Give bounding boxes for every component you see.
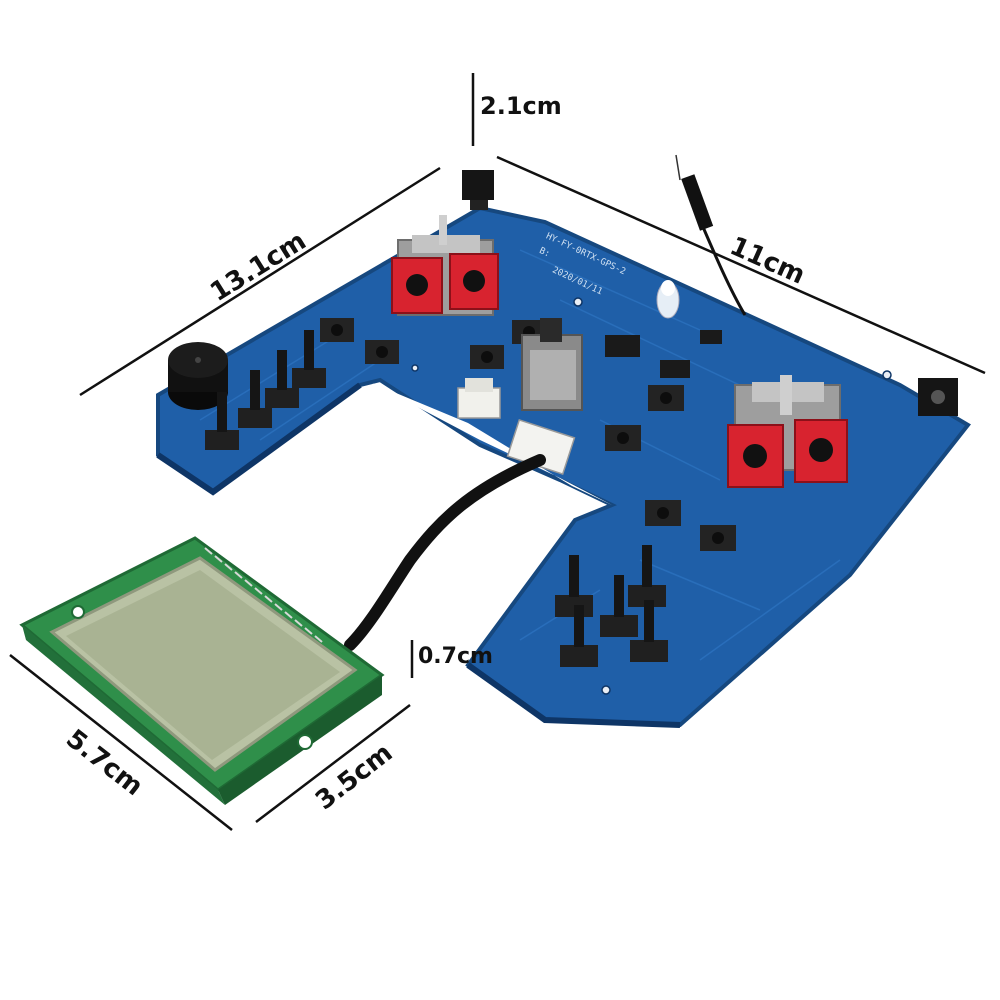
power-switch xyxy=(521,318,583,411)
silkscreen-line2: B: xyxy=(537,246,551,260)
right-tact-cluster xyxy=(555,545,668,667)
main-pcb: HY-FY-0RTX-GPS-2 B: 2020/01/11 xyxy=(156,154,971,728)
ic-chips xyxy=(605,330,722,378)
right-joystick xyxy=(727,375,848,488)
left-joystick xyxy=(391,215,499,316)
buzzer xyxy=(168,342,228,410)
ribbon-cable xyxy=(344,454,546,651)
dimension-label-2-1cm: 2.1cm xyxy=(480,92,562,120)
left-tact-switches xyxy=(205,330,326,450)
white-connector xyxy=(457,378,501,419)
led xyxy=(656,280,680,319)
dimension-label-0-7cm: 0.7cm xyxy=(418,644,493,669)
tact-switches xyxy=(320,318,736,551)
jack-right xyxy=(918,378,958,416)
lcd-module xyxy=(19,536,385,805)
jack-top xyxy=(462,170,494,210)
antenna xyxy=(675,154,747,316)
dimension-lines xyxy=(9,73,986,831)
